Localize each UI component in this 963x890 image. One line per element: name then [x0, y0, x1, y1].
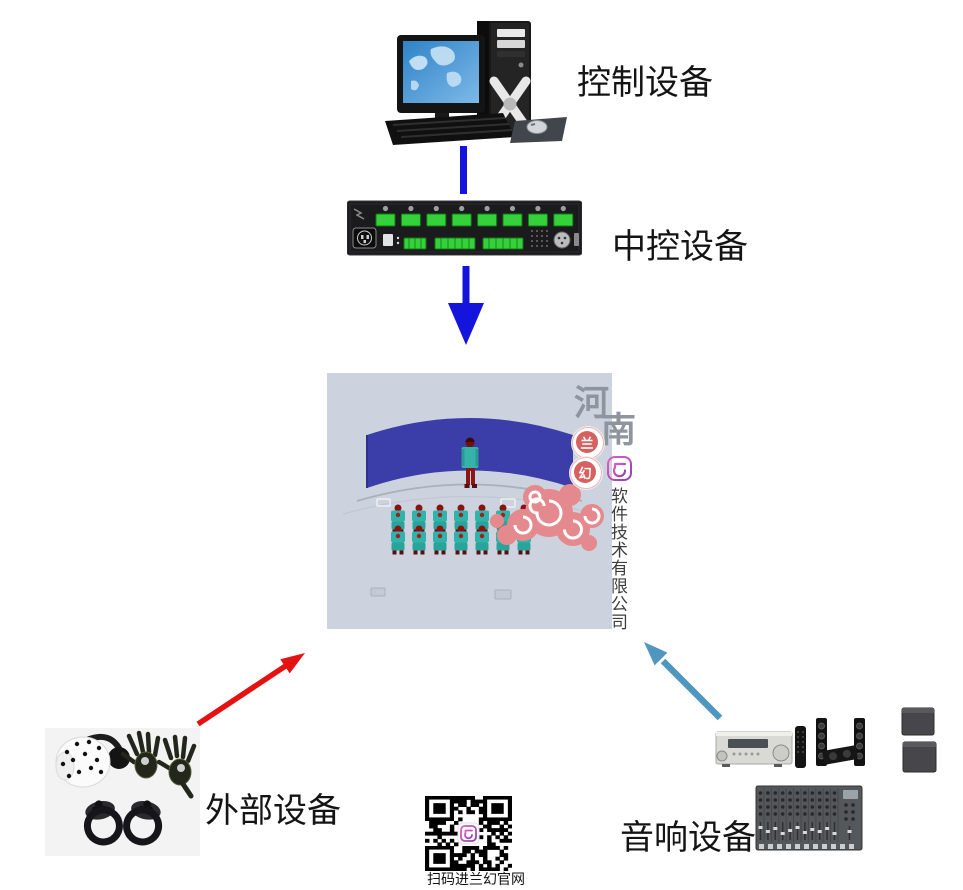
watermark-badge-huan: 幻 — [570, 457, 602, 489]
watermark-char-he: 河 — [574, 384, 610, 423]
watermark-company-text: 软件技术有限公司 — [608, 487, 627, 631]
speaker-set-icon — [816, 718, 865, 766]
cloud-watermark — [490, 484, 604, 551]
mixer-icon — [755, 785, 863, 851]
lanhuan-logo-icon — [607, 456, 632, 481]
dip-grid — [531, 230, 548, 247]
vr-headset-icon — [55, 734, 130, 788]
vr-theater-scene-image — [327, 373, 612, 629]
qr-caption: 扫码进兰幻官网 — [427, 871, 525, 887]
qr-center-logo-icon — [457, 822, 480, 845]
arrow-red-icon — [196, 653, 305, 727]
arrow-down-icon — [448, 266, 484, 345]
vr-gloves-icon — [120, 730, 197, 799]
vr-controllers-icon — [83, 800, 163, 846]
watermark-char-nan: 南 — [601, 411, 637, 450]
terminal-blocks-bottom — [383, 230, 579, 250]
keyboard-icon — [385, 113, 515, 145]
qr-code-image — [425, 796, 512, 871]
av-receiver-icon — [715, 731, 793, 767]
external-device-label: 外部设备 — [205, 793, 341, 830]
connector-line-top — [460, 146, 467, 194]
central-control-label: 中控设备 — [612, 229, 748, 266]
xlr-connector-icon — [553, 231, 571, 249]
watermark-badge-lan: 兰 — [572, 427, 604, 459]
computer-tower-icon — [477, 21, 531, 133]
presenter-figure — [461, 437, 479, 488]
control-device-label: 控制设备 — [577, 65, 713, 102]
central-control-device-image — [347, 200, 582, 256]
external-devices-image — [45, 728, 200, 856]
power-inlet-icon — [352, 208, 377, 249]
audio-device-label: 音响设备 — [620, 820, 756, 857]
subwoofers-icon — [901, 707, 937, 773]
remote-icon — [795, 726, 806, 768]
mouse-icon — [510, 117, 567, 143]
arrow-lightblue-icon — [644, 642, 723, 721]
control-computer-image — [385, 21, 567, 145]
terminal-blocks-top — [375, 205, 574, 227]
audio-devices-image — [715, 707, 937, 851]
